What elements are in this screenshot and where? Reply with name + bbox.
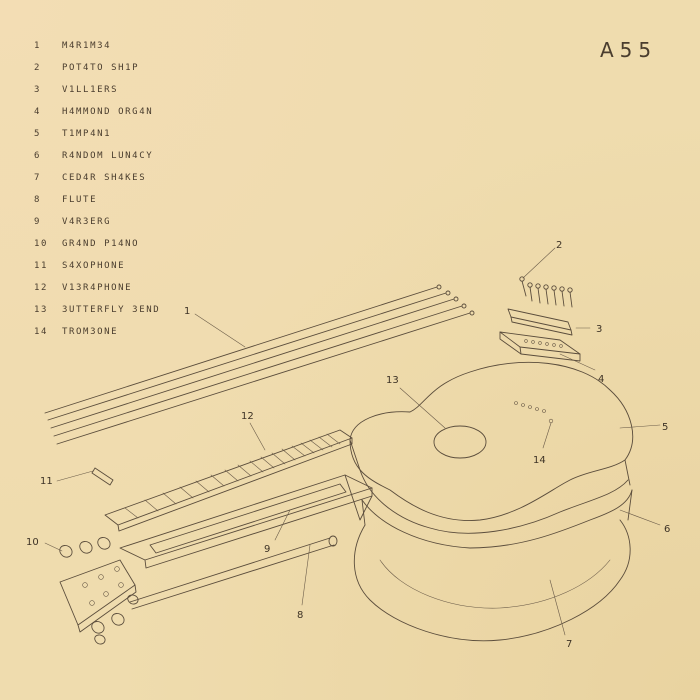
track-number: 4 [34,107,42,117]
callout-3: 3 [596,324,602,335]
track-title: S4XOPHONE [62,261,126,271]
guitar-back [353,489,633,642]
track-number: 9 [34,217,42,227]
callout-12: 12 [241,411,254,422]
track-number: 13 [34,305,49,315]
track-title: T1MP4N1 [62,129,112,139]
track-title: R4NDOM LUN4CY [62,151,154,161]
track-title: V4R3ERG [62,217,112,227]
track-number: 12 [34,283,49,293]
track-title: POT4TO SH1P [62,63,140,73]
callout-6: 6 [664,524,670,535]
callout-4: 4 [598,374,604,385]
catalog-number: A55 [600,38,658,62]
guitar-top [349,361,633,521]
callout-1: 1 [184,306,190,317]
track-title: GR4ND P14NO [62,239,140,249]
tuning-pegs [59,537,139,645]
fretboard [104,429,353,532]
callout-leaders [44,247,661,636]
guitar-neck [119,474,373,569]
guitar-strings [44,284,475,445]
track-title: M4R1M34 [62,41,112,51]
track-number: 3 [34,85,42,95]
callout-labels: 1 2 3 4 5 6 7 8 9 10 11 12 13 14 [26,240,670,650]
inlay-dots [514,401,554,424]
truss-rod [129,535,338,610]
callout-5: 5 [662,422,668,433]
tracklist: 1 M4R1M34 2 POT4TO SH1P 3 V1LL1ERS 4 H4MMOND… [0,0,260,340]
callout-9: 9 [264,544,270,555]
callout-8: 8 [297,610,303,621]
track-number: 5 [34,129,42,139]
track-title: FLUTE [62,195,98,205]
bridge [499,331,581,362]
track-number: 2 [34,63,42,73]
track-number: 8 [34,195,42,205]
callout-11: 11 [40,476,53,487]
track-title: H4MMOND ORG4N [62,107,154,117]
callout-13: 13 [386,375,399,386]
track-title: 3UTTERFLY 3END [62,305,161,315]
track-number: 10 [34,239,49,249]
guitar-sides [349,439,633,549]
track-number: 6 [34,151,42,161]
callout-2: 2 [556,240,562,251]
callout-10: 10 [26,537,39,548]
track-title: V1LL1ERS [62,85,119,95]
track-number: 14 [34,327,49,337]
track-title: CED4R SH4KES [62,173,147,183]
callout-7: 7 [566,639,572,650]
track-title: V13R4PHONE [62,283,133,293]
track-number: 11 [34,261,49,271]
bridge-pins [519,276,573,308]
nut [91,467,114,486]
callout-14: 14 [533,455,546,466]
saddle [507,308,573,336]
track-title: TROM3ONE [62,327,119,337]
track-number: 1 [34,41,42,51]
headstock [59,559,137,633]
track-number: 7 [34,173,42,183]
